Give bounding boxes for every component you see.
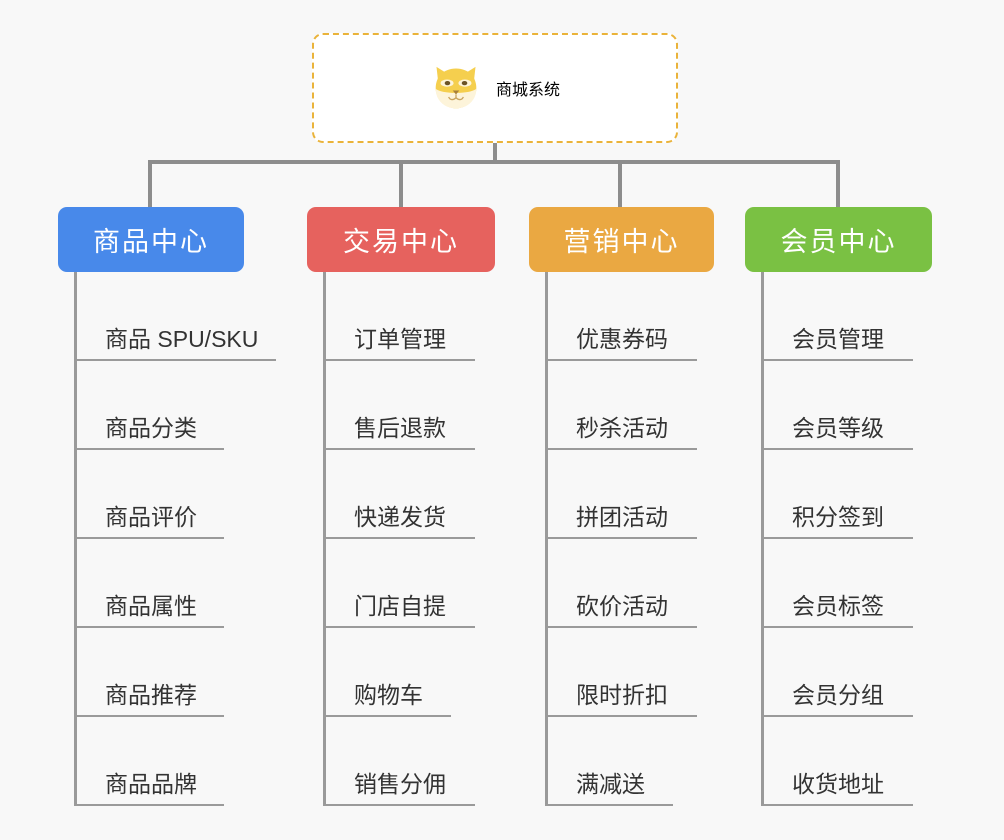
leaf-label: 会员标签 xyxy=(792,593,884,619)
leaf-label: 砍价活动 xyxy=(576,593,668,619)
connector-drop-0 xyxy=(148,160,152,208)
leaf-rule xyxy=(74,448,224,450)
leaf-rule xyxy=(323,448,475,450)
leaf-label: 售后退款 xyxy=(354,415,446,441)
leaf-rule xyxy=(545,715,697,717)
leaf-label: 商品分类 xyxy=(105,415,197,441)
connector-root-stem xyxy=(493,143,497,163)
leaf-label: 商品属性 xyxy=(105,593,197,619)
leaf-label: 会员管理 xyxy=(792,326,884,352)
leaf-rule xyxy=(74,715,224,717)
branch-header-member[interactable]: 会员中心 xyxy=(745,207,932,272)
page-title: 商城系统 xyxy=(495,82,560,99)
connector-drop-2 xyxy=(618,160,622,208)
leaf-label: 秒杀活动 xyxy=(576,415,668,441)
connector-horizontal-bus xyxy=(148,160,840,164)
leaf-rule xyxy=(761,626,913,628)
connector-drop-1 xyxy=(399,160,403,208)
branch-trunk xyxy=(74,272,77,806)
leaf-label: 限时折扣 xyxy=(576,682,668,708)
leaf-label: 收货地址 xyxy=(792,771,884,797)
branch-trunk xyxy=(323,272,326,806)
leaf-rule xyxy=(323,804,475,806)
leaf-label: 商品推荐 xyxy=(105,682,197,708)
branch-column-product: 商品中心 商品 SPU/SKU 商品分类 商品评价 商品属性 商品推荐 xyxy=(58,207,276,806)
leaf-rule xyxy=(545,626,697,628)
leaf-label: 拼团活动 xyxy=(576,504,668,530)
leaf-label: 购物车 xyxy=(354,682,423,708)
leaf-label: 积分签到 xyxy=(792,504,884,530)
leaf-label: 会员等级 xyxy=(792,415,884,441)
leaf-label: 商品 SPU/SKU xyxy=(105,326,259,352)
leaf-rule xyxy=(74,359,276,361)
branch-trunk xyxy=(545,272,548,806)
leaf-rule xyxy=(545,448,697,450)
leaf-label: 商品评价 xyxy=(105,504,197,530)
branch-header-marketing[interactable]: 营销中心 xyxy=(529,207,714,272)
leaf-rule xyxy=(545,359,697,361)
leaf-rule xyxy=(761,804,913,806)
leaf-label: 门店自提 xyxy=(354,593,446,619)
leaf-label: 销售分佣 xyxy=(354,771,446,797)
branch-header-trade[interactable]: 交易中心 xyxy=(307,207,495,272)
branch-column-marketing: 营销中心 优惠券码 秒杀活动 拼团活动 砍价活动 限时折扣 xyxy=(529,207,714,806)
leaf-rule xyxy=(545,537,697,539)
leaf-label: 商品品牌 xyxy=(105,771,197,797)
leaf-rule xyxy=(74,626,224,628)
branch-column-trade: 交易中心 订单管理 售后退款 快递发货 门店自提 购物车 xyxy=(307,207,495,806)
leaf-label: 优惠券码 xyxy=(576,326,668,352)
leaf-rule xyxy=(74,804,224,806)
leaf-label: 订单管理 xyxy=(354,326,446,352)
branch-header-product[interactable]: 商品中心 xyxy=(58,207,244,272)
leaf-rule xyxy=(761,537,913,539)
leaf-label: 会员分组 xyxy=(792,682,884,708)
leaf-label: 快递发货 xyxy=(354,504,446,530)
leaf-rule xyxy=(323,359,475,361)
leaf-rule xyxy=(761,448,913,450)
leaf-rule xyxy=(323,626,475,628)
leaf-rule xyxy=(323,537,475,539)
leaf-rule xyxy=(761,715,913,717)
leaf-rule xyxy=(74,537,224,539)
leaf-label: 满减送 xyxy=(576,771,645,797)
shiba-dog-icon xyxy=(435,66,477,109)
leaf-rule xyxy=(323,715,451,717)
connector-drop-3 xyxy=(836,160,840,208)
leaf-rule xyxy=(545,804,673,806)
branch-column-member: 会员中心 会员管理 会员等级 积分签到 会员标签 会员分组 xyxy=(745,207,932,806)
root-node[interactable]: 商城系统 xyxy=(312,33,678,143)
leaf-rule xyxy=(761,359,913,361)
branch-trunk xyxy=(761,272,764,806)
